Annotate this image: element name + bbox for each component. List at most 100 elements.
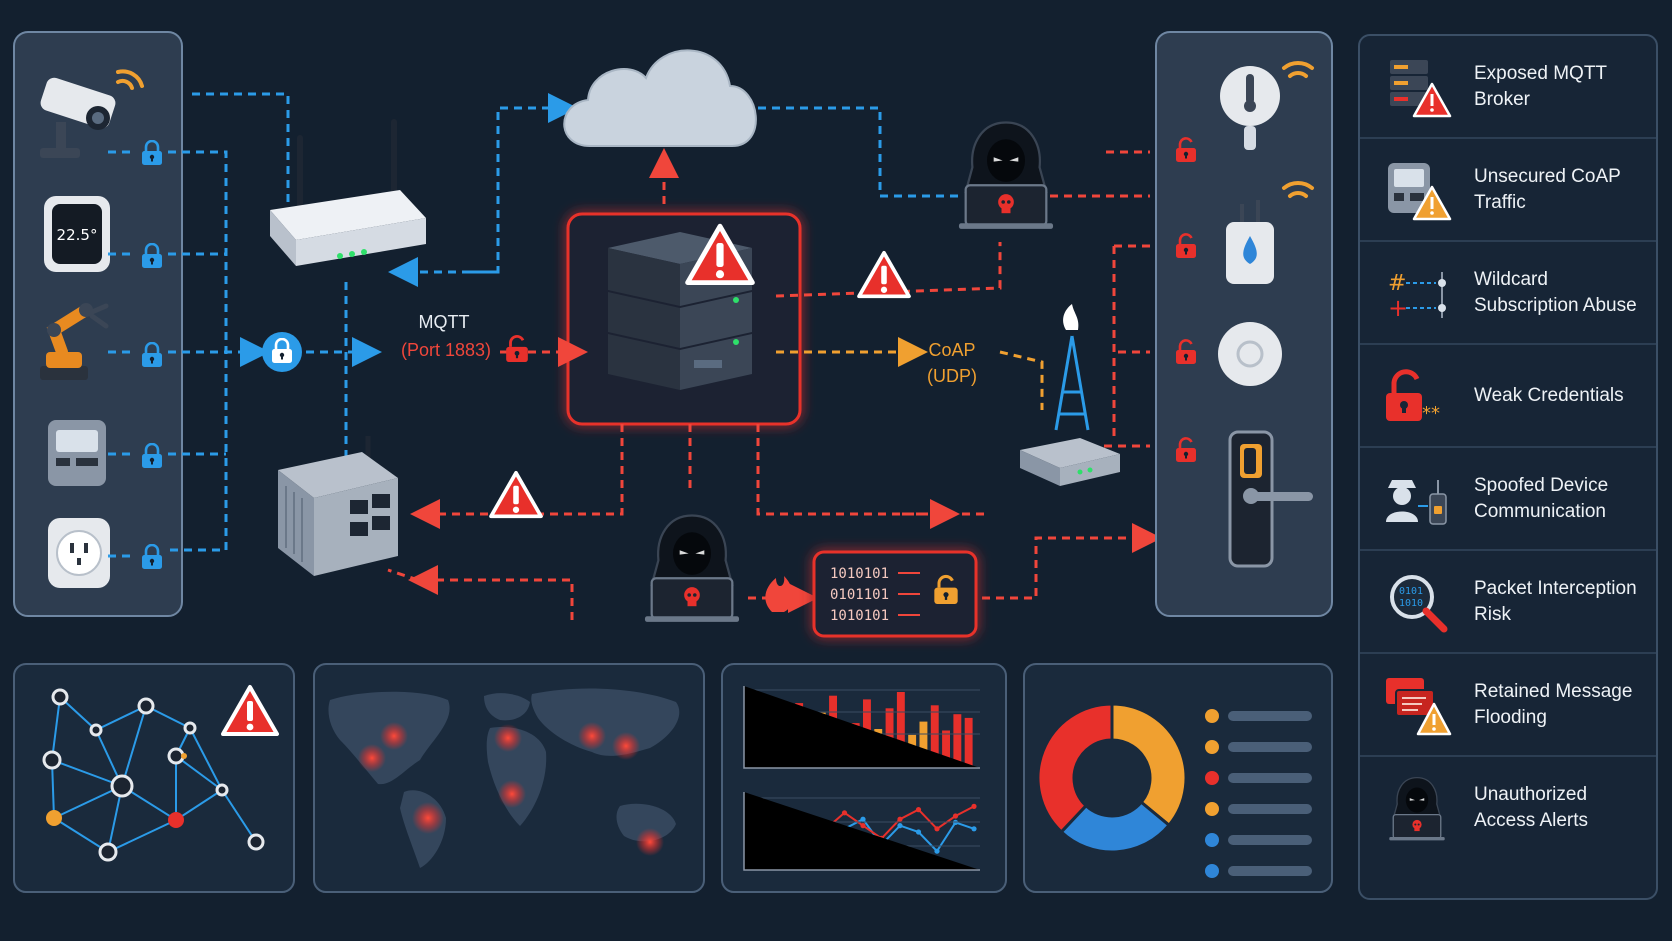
legend-dot bbox=[1205, 833, 1219, 847]
bar bbox=[964, 717, 973, 766]
smart-door-lock-icon bbox=[1228, 430, 1313, 568]
legend-dot bbox=[1205, 709, 1219, 723]
industrial-gateway-icon bbox=[278, 436, 398, 576]
data-point bbox=[897, 823, 903, 829]
legend-dot bbox=[1205, 802, 1219, 816]
broker-server-icon bbox=[608, 232, 752, 390]
hacker-laptop-icon bbox=[643, 514, 741, 624]
legend-bar bbox=[1228, 711, 1312, 721]
threat-connections bbox=[387, 148, 1162, 620]
legend-item: 0101 1010 Packet Interception Risk bbox=[1360, 551, 1656, 654]
legend-bar bbox=[1228, 804, 1312, 814]
thermostat-reading: 22.5° bbox=[57, 226, 98, 244]
coap-label: CoAP bbox=[928, 340, 975, 360]
svg-text:+: + bbox=[1388, 294, 1408, 322]
legend-bar bbox=[1228, 866, 1312, 876]
legend-item: Spoofed Device Communication bbox=[1360, 448, 1656, 551]
wifi-icon bbox=[116, 69, 144, 90]
legend-text: Exposed MQTT Broker bbox=[1474, 62, 1607, 110]
bar bbox=[896, 692, 905, 766]
legend-dot bbox=[1205, 740, 1219, 754]
smoke-detector-icon bbox=[1218, 322, 1282, 386]
thermostat-icon: 22.5° bbox=[44, 196, 110, 272]
legend-item: # + Wildcard Subscription Abuse bbox=[1360, 242, 1656, 345]
open-lock-icon bbox=[504, 334, 530, 364]
donut-segment bbox=[1110, 702, 1188, 828]
bar bbox=[942, 730, 950, 766]
svg-text:1010: 1010 bbox=[1399, 598, 1423, 609]
network-graph bbox=[42, 688, 265, 862]
legend-text: Weak Credentials bbox=[1474, 384, 1624, 406]
binary-line-2: 0101101 bbox=[830, 587, 889, 603]
message-flood-icon bbox=[1386, 678, 1452, 736]
intercepted-packet-box bbox=[812, 550, 978, 638]
data-point bbox=[841, 810, 848, 816]
mqtt-label: MQTT bbox=[419, 312, 470, 332]
cell-tower-icon bbox=[1054, 335, 1090, 431]
data-point bbox=[934, 848, 940, 854]
binary-line-1: 1010101 bbox=[830, 566, 889, 582]
legend-text: Spoofed Device Communication bbox=[1474, 474, 1609, 522]
legend-bar bbox=[1228, 835, 1312, 845]
bar bbox=[930, 705, 939, 766]
wildcard-topic-icon: # + bbox=[1388, 271, 1446, 322]
binary-arrows bbox=[898, 572, 920, 616]
legend-text: Retained Message Flooding bbox=[1474, 680, 1633, 728]
legend-dot bbox=[1205, 864, 1219, 878]
donut-chart bbox=[1036, 702, 1188, 854]
warning-icon bbox=[857, 250, 911, 299]
robot-arm-icon bbox=[40, 303, 109, 380]
svg-text:#: # bbox=[1388, 271, 1406, 296]
legend-item: Unauthorized Access Alerts bbox=[1360, 757, 1656, 858]
svg-text:0101: 0101 bbox=[1399, 586, 1423, 597]
data-point bbox=[860, 823, 866, 829]
bar bbox=[953, 714, 962, 766]
mqtt-port-label: (Port 1883) bbox=[401, 340, 491, 360]
legend-item: Unsecured CoAP Traffic bbox=[1360, 139, 1656, 242]
data-point bbox=[860, 816, 866, 822]
coap-connection bbox=[776, 337, 1044, 410]
legend-text: Wildcard Subscription Abuse bbox=[1474, 268, 1637, 316]
data-point bbox=[934, 826, 940, 832]
warning-icon bbox=[489, 470, 543, 519]
legend-text: Unsecured CoAP Traffic bbox=[1474, 165, 1621, 213]
secure-connections bbox=[108, 92, 958, 558]
donut-legend bbox=[1205, 709, 1312, 878]
energy-meter-icon bbox=[48, 420, 106, 486]
data-point bbox=[971, 826, 977, 832]
data-point bbox=[971, 803, 977, 810]
legend-bar bbox=[1228, 742, 1312, 752]
meter-warning-icon bbox=[1388, 163, 1452, 221]
hacker-laptop-icon bbox=[957, 121, 1055, 230]
open-lock-password-icon: ** bbox=[1386, 369, 1440, 424]
binary-magnifier-icon: 0101 1010 bbox=[1390, 575, 1448, 633]
data-point bbox=[915, 829, 922, 835]
chart-axes bbox=[743, 686, 980, 871]
gateway-router-icon bbox=[1020, 438, 1120, 486]
cloud-icon bbox=[563, 49, 757, 147]
attack-hotspots bbox=[358, 722, 664, 856]
hacker-laptop-icon bbox=[1388, 776, 1446, 841]
legend-item: Exposed MQTT Broker bbox=[1360, 36, 1656, 139]
data-point bbox=[915, 807, 922, 813]
data-point bbox=[952, 813, 959, 819]
legend-bar bbox=[1228, 773, 1312, 783]
binary-line-3: 1010101 bbox=[830, 608, 889, 624]
wifi-router-icon bbox=[270, 119, 426, 266]
svg-text:**: ** bbox=[1422, 403, 1440, 424]
wifi-icon bbox=[1282, 60, 1314, 198]
legend-item: Retained Message Flooding bbox=[1360, 654, 1656, 757]
bar bbox=[919, 721, 928, 766]
water-sensor-icon bbox=[1226, 200, 1274, 284]
legend-item: ** Weak Credentials bbox=[1360, 345, 1656, 448]
spy-device-icon bbox=[1386, 480, 1447, 525]
smart-plug-icon bbox=[48, 518, 110, 588]
data-point bbox=[897, 816, 903, 822]
donut-segment bbox=[1036, 702, 1114, 835]
threat-legend: Exposed MQTT Broker Unsecured CoAP Traff… bbox=[1358, 34, 1658, 900]
legend-dot bbox=[1205, 771, 1219, 785]
legend-text: Packet Interception Risk bbox=[1474, 577, 1637, 625]
flame-icon bbox=[1063, 304, 1079, 330]
fire-icon bbox=[765, 576, 793, 612]
smart-thermometer-icon bbox=[1220, 66, 1280, 150]
